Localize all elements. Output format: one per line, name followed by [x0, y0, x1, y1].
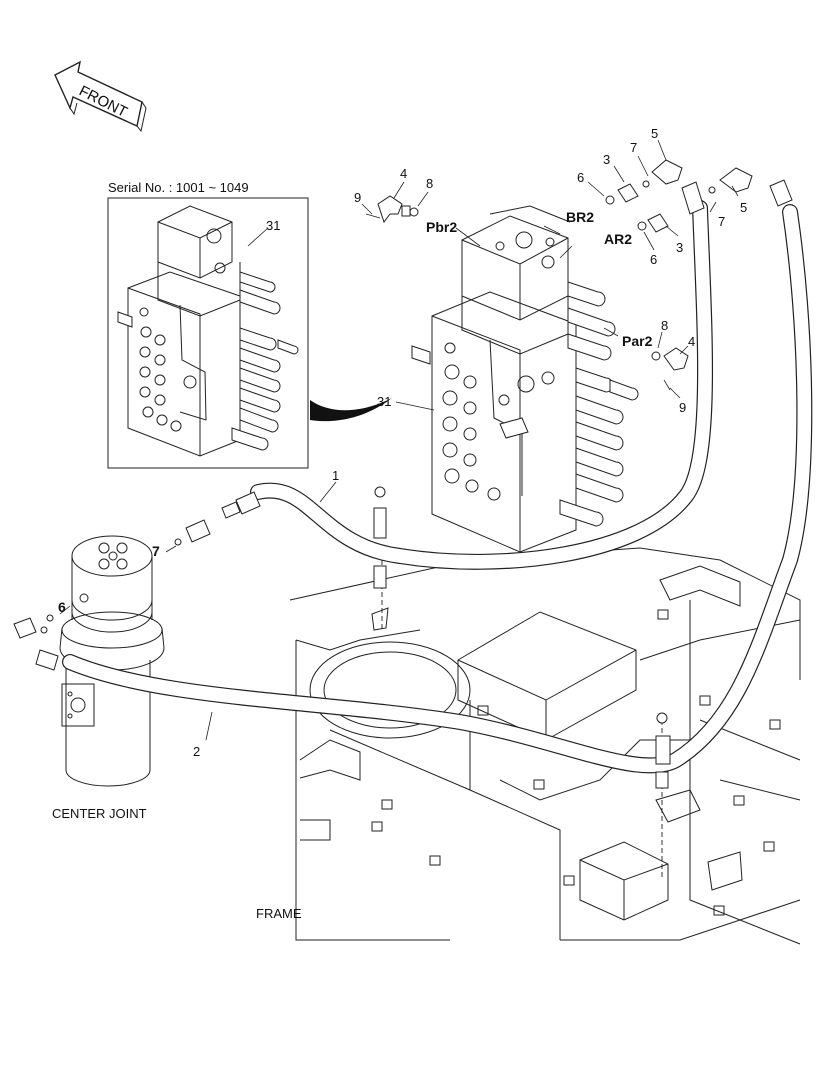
callout-3-mid: 3	[676, 240, 683, 255]
frame-caption: FRAME	[256, 906, 302, 921]
port-ar2-label: AR2	[604, 231, 632, 247]
main-control-valve	[411, 205, 639, 553]
callout-7-joint: 7	[152, 543, 160, 559]
valve-fittings	[40, 159, 753, 634]
callout-6-top: 6	[577, 170, 584, 185]
callout-9-right: 9	[679, 400, 686, 415]
port-pbr2-label: Pbr2	[426, 219, 457, 235]
callout-8-left: 8	[426, 176, 433, 191]
center-joint	[59, 535, 165, 787]
port-labels: Pbr2 BR2 AR2 Par2	[426, 209, 653, 349]
callout-31-main: 31	[377, 394, 391, 409]
hose-clamps	[371, 486, 671, 789]
callout-5-right: 5	[740, 200, 747, 215]
callout-7-right: 7	[718, 214, 725, 229]
callout-labels: 31 1 2 4 8 9 3 6 7 5 5 7 3 6 8 4 9 7 6	[58, 126, 747, 759]
inset-serial-caption: Serial No. : 1001 ~ 1049	[108, 180, 249, 195]
leader-lines	[59, 139, 739, 741]
callout-6-joint: 6	[58, 599, 66, 615]
callout-8-right: 8	[661, 318, 668, 333]
callout-7-top: 7	[630, 140, 637, 155]
inset-pointer	[310, 398, 392, 422]
hose-2	[62, 204, 813, 774]
callout-4-right: 4	[688, 334, 695, 349]
callout-5-top: 5	[651, 126, 658, 141]
port-par2-label: Par2	[622, 333, 653, 349]
callout-4-left: 4	[400, 166, 407, 181]
callout-3-top: 3	[603, 152, 610, 167]
center-joint-caption: CENTER JOINT	[52, 806, 147, 821]
callout-9-left: 9	[354, 190, 361, 205]
front-direction-arrow: FRONT	[54, 60, 147, 133]
callout-hose-2: 2	[193, 744, 200, 759]
port-br2-label: BR2	[566, 209, 594, 225]
hose-end-fittings	[13, 179, 793, 671]
callout-6-mid: 6	[650, 252, 657, 267]
inset-panel: 31	[107, 197, 309, 469]
hose-1	[250, 200, 714, 570]
callout-31-inset: 31	[266, 218, 280, 233]
callout-hose-1: 1	[332, 468, 339, 483]
